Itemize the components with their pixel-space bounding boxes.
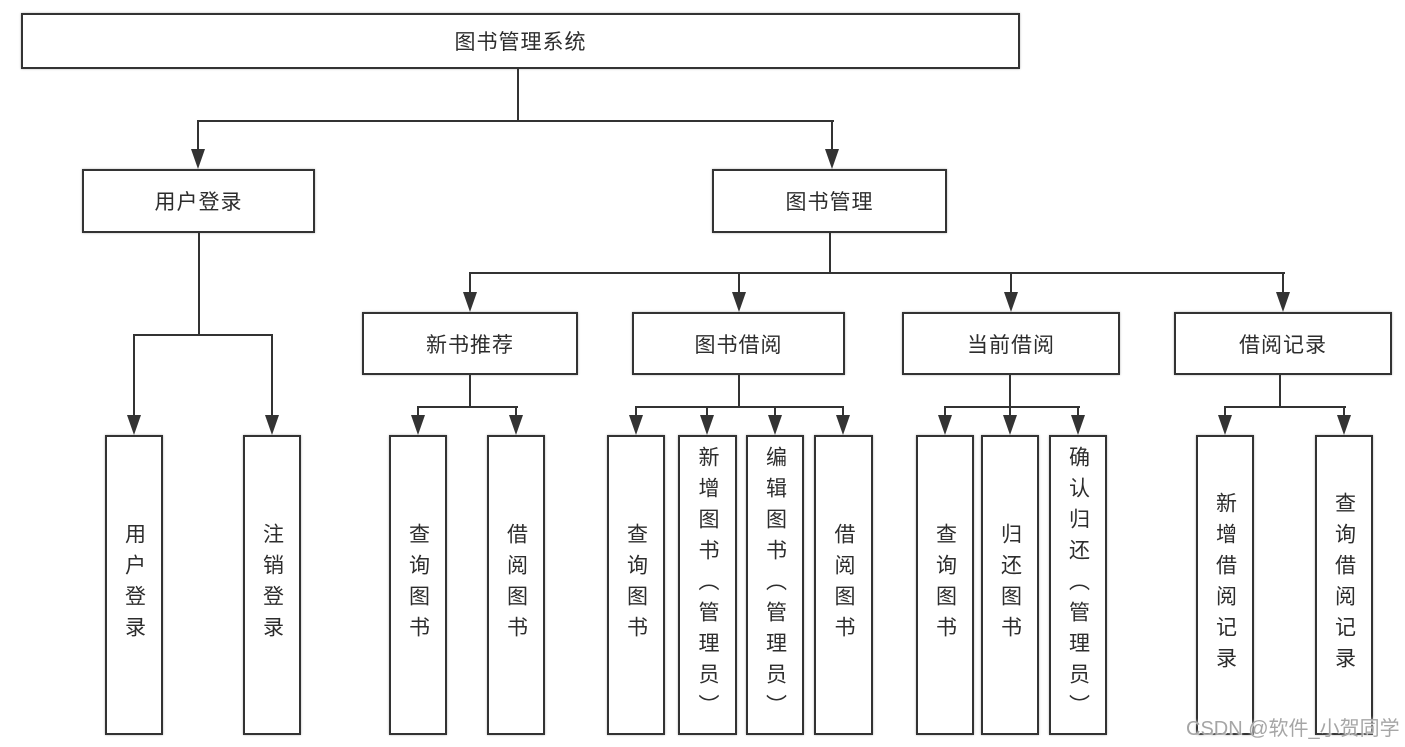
connector-stem — [197, 120, 199, 152]
node-label: 图书借阅 — [694, 333, 783, 357]
connector-stem — [635, 406, 637, 420]
node-leaf-query-books-1: 查询图书 — [389, 435, 447, 735]
connector-level1-rail — [197, 120, 834, 122]
connector-stem — [842, 406, 844, 420]
arrowhead-icon — [509, 415, 523, 435]
arrowhead-icon — [191, 149, 205, 169]
arrowhead-icon — [265, 415, 279, 435]
node-leaf-return-books: 归还图书 — [981, 435, 1039, 735]
arrowhead-icon — [1218, 415, 1232, 435]
node-new-book-recommend: 新书推荐 — [362, 312, 578, 375]
node-user-login: 用户登录 — [82, 169, 315, 233]
connector-stem — [1279, 374, 1281, 408]
node-leaf-query-books-2: 查询图书 — [607, 435, 665, 735]
arrowhead-icon — [768, 415, 782, 435]
node-current-borrow: 当前借阅 — [902, 312, 1120, 375]
arrowhead-icon — [1276, 292, 1290, 312]
node-label: 归还图书 — [998, 523, 1022, 647]
arrowhead-icon — [463, 292, 477, 312]
node-leaf-query-books-3: 查询图书 — [916, 435, 974, 735]
arrowhead-icon — [127, 415, 141, 435]
node-book-management: 图书管理 — [712, 169, 947, 233]
connector-stem — [417, 406, 419, 420]
node-label: 用户登录 — [122, 523, 146, 647]
node-label: 当前借阅 — [967, 333, 1055, 357]
arrowhead-icon — [1003, 415, 1017, 435]
connector-stem — [469, 272, 471, 295]
connector-stem — [831, 120, 833, 152]
connector-stem — [1282, 272, 1284, 295]
connector-rail — [944, 406, 1080, 408]
node-label: 图书管理系统 — [454, 31, 587, 54]
node-label: 借阅记录 — [1239, 333, 1327, 357]
node-label: 新增借阅记录 — [1213, 492, 1237, 678]
arrowhead-icon — [836, 415, 850, 435]
node-leaf-query-borrow-record: 查询借阅记录 — [1315, 435, 1373, 735]
connector-stem — [1224, 406, 1226, 420]
node-label: 借阅图书 — [504, 523, 528, 647]
node-label: 图书管理 — [785, 191, 874, 214]
connector-login-stem — [198, 232, 200, 336]
node-leaf-borrow-books-2: 借阅图书 — [814, 435, 873, 735]
connector-stem — [515, 406, 517, 420]
node-leaf-edit-books-admin: 编辑图书（管理员） — [746, 435, 804, 735]
node-label: 确认归还（管理员） — [1066, 445, 1090, 725]
node-leaf-add-borrow-record: 新增借阅记录 — [1196, 435, 1254, 735]
connector-stem — [469, 374, 471, 408]
csdn-watermark: CSDN @软件_小贺同学 — [1186, 718, 1400, 740]
node-label: 查询图书 — [624, 523, 648, 647]
connector-stem — [1077, 406, 1079, 420]
node-leaf-confirm-return-admin: 确认归还（管理员） — [1049, 435, 1107, 735]
arrowhead-icon — [732, 292, 746, 312]
connector-stem — [1009, 374, 1011, 408]
node-borrow-records: 借阅记录 — [1174, 312, 1392, 375]
node-leaf-user-login: 用户登录 — [105, 435, 163, 735]
node-leaf-logout: 注销登录 — [243, 435, 301, 735]
connector-login-rail — [133, 334, 273, 336]
node-label: 用户登录 — [154, 191, 243, 214]
arrowhead-icon — [1337, 415, 1351, 435]
connector-stem — [774, 406, 776, 420]
node-root-system: 图书管理系统 — [21, 13, 1020, 69]
connector-stem — [944, 406, 946, 420]
connector-stem — [133, 334, 135, 418]
connector-stem — [738, 374, 740, 408]
arrowhead-icon — [825, 149, 839, 169]
arrowhead-icon — [411, 415, 425, 435]
node-label: 新书推荐 — [426, 333, 514, 357]
connector-root-stem — [517, 67, 519, 122]
arrowhead-icon — [1071, 415, 1085, 435]
connector-stem — [1010, 272, 1012, 295]
node-leaf-borrow-books-1: 借阅图书 — [487, 435, 545, 735]
connector-stem — [271, 334, 273, 418]
arrowhead-icon — [629, 415, 643, 435]
node-label: 编辑图书（管理员） — [763, 445, 787, 725]
node-book-borrow: 图书借阅 — [632, 312, 845, 375]
arrowhead-icon — [1004, 292, 1018, 312]
node-label: 查询图书 — [933, 523, 957, 647]
arrowhead-icon — [700, 415, 714, 435]
connector-stem — [706, 406, 708, 420]
connector-stem — [1343, 406, 1345, 420]
node-label: 查询图书 — [406, 523, 430, 647]
node-label: 注销登录 — [260, 523, 284, 647]
connector-level2-rail — [469, 272, 1285, 274]
node-label: 新增图书（管理员） — [696, 445, 719, 725]
node-label: 借阅图书 — [832, 523, 855, 647]
connector-rail — [1224, 406, 1346, 408]
connector-stem — [738, 272, 740, 295]
connector-stem — [1009, 406, 1011, 420]
connector-rail — [417, 406, 518, 408]
node-leaf-add-books-admin: 新增图书（管理员） — [678, 435, 737, 735]
connector-rail — [635, 406, 844, 408]
arrowhead-icon — [938, 415, 952, 435]
node-label: 查询借阅记录 — [1332, 492, 1356, 678]
connector-mgmt-stem — [829, 232, 831, 274]
